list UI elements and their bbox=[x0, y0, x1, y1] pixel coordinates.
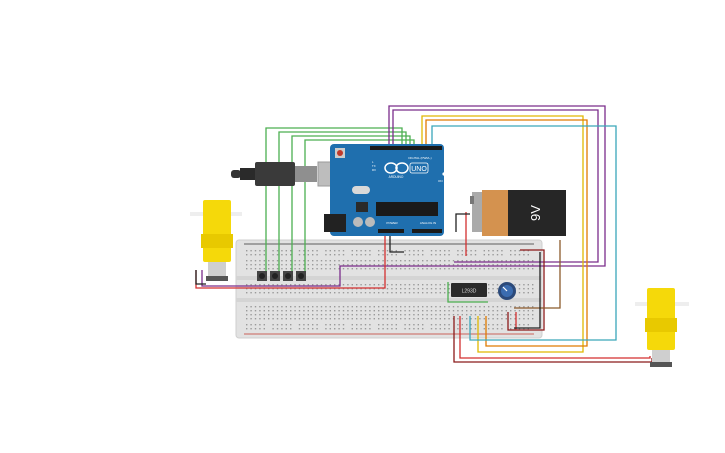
push-button-4 bbox=[296, 271, 306, 281]
arduino-logo-icon bbox=[384, 162, 409, 174]
wire-yellow bbox=[421, 115, 584, 353]
wire-black-3 bbox=[514, 252, 541, 329]
battery-label: 9V bbox=[528, 205, 543, 221]
analog-header-pins bbox=[412, 229, 442, 233]
power-header-pins bbox=[378, 229, 404, 233]
dc-motor-right[interactable] bbox=[635, 288, 689, 367]
dc-motor-left[interactable] bbox=[190, 200, 242, 281]
on-led-label: ON bbox=[438, 179, 443, 183]
digital-header bbox=[370, 146, 442, 150]
wire-black-1 bbox=[389, 232, 404, 253]
wire-green-4 bbox=[304, 139, 415, 272]
tx-label: TX bbox=[372, 164, 376, 168]
power-jack bbox=[231, 162, 317, 186]
wire-green-1 bbox=[265, 127, 403, 272]
push-button-1 bbox=[257, 271, 267, 281]
l-led-label: L bbox=[372, 160, 374, 164]
wire-brown bbox=[514, 240, 561, 309]
wire-dark-red-2 bbox=[507, 249, 545, 331]
wire-black-2 bbox=[455, 213, 470, 232]
wires bbox=[195, 105, 653, 363]
push-button-3 bbox=[283, 271, 293, 281]
push-button-2 bbox=[270, 271, 280, 281]
wire-green-3 bbox=[291, 135, 411, 272]
battery-9v[interactable]: 9V bbox=[470, 190, 566, 236]
digital-header-label: DIGITAL (PWM~) bbox=[408, 156, 431, 160]
wire-purple-2 bbox=[392, 109, 599, 263]
arduino-brand-label: ARDUINO bbox=[389, 175, 404, 179]
push-buttons[interactable] bbox=[257, 271, 306, 281]
microcontroller-chip bbox=[376, 202, 438, 216]
power-header-label: POWER bbox=[386, 221, 398, 225]
arduino-uno-board[interactable]: UNO ARDUINO DIGITAL (PWM~) POWER ANALOG … bbox=[324, 144, 446, 236]
potentiometer[interactable] bbox=[498, 282, 516, 300]
wire-orange bbox=[425, 119, 588, 347]
analog-header-label: ANALOG IN bbox=[420, 221, 436, 225]
wire-black-4 bbox=[195, 270, 206, 285]
wire-red-2 bbox=[459, 316, 651, 359]
rx-label: RX bbox=[372, 168, 376, 172]
wire-teal bbox=[431, 125, 617, 341]
uno-badge bbox=[409, 162, 429, 174]
motor-driver-chip[interactable]: L293D bbox=[451, 283, 487, 297]
wire-green-chip bbox=[447, 282, 488, 303]
chip-label: L293D bbox=[462, 289, 477, 295]
uno-label: UNO bbox=[411, 166, 427, 173]
breadboard[interactable] bbox=[235, 239, 543, 339]
wire-purple-1 bbox=[201, 105, 606, 287]
